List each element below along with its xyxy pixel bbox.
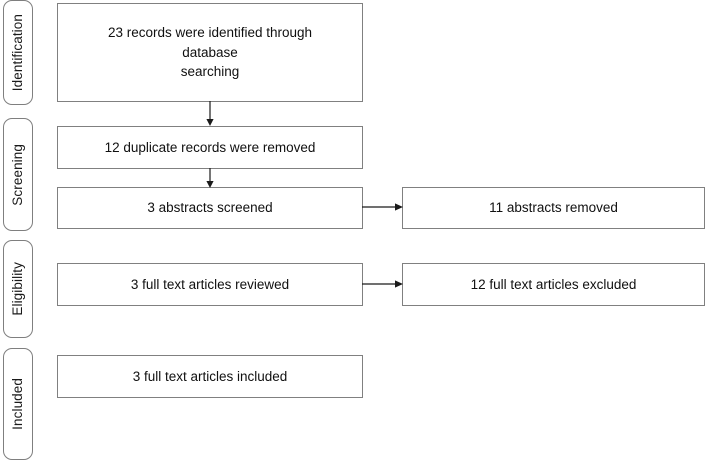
stage-pill-identification: Identification <box>3 0 33 105</box>
flow-box-abstracts-screened-text: 3 abstracts screened <box>147 200 273 216</box>
flow-box-abstracts-removed: 11 abstracts removed <box>402 187 705 229</box>
stage-pill-screening: Screening <box>3 118 33 231</box>
flow-box-full-text-excluded-text: 12 full text articles excluded <box>470 276 637 292</box>
flow-box-records-identified-text: 23 records were identified through datab… <box>107 25 313 80</box>
connector-identified-to-duplicates <box>203 101 217 127</box>
stage-label-eligibility: Eligibility <box>10 262 26 316</box>
stage-pill-included: Included <box>3 348 33 460</box>
stage-label-screening: Screening <box>10 143 26 206</box>
flow-box-full-text-reviewed-text: 3 full text articles reviewed <box>130 276 290 292</box>
flow-box-full-text-included: 3 full text articles included <box>57 355 363 398</box>
flow-box-duplicates-removed-text: 12 duplicate records were removed <box>104 139 316 155</box>
connector-duplicates-to-screened <box>203 168 217 189</box>
flow-box-full-text-included-text: 3 full text articles included <box>132 368 288 384</box>
flow-box-full-text-excluded: 12 full text articles excluded <box>402 263 705 306</box>
flow-box-abstracts-removed-text: 11 abstracts removed <box>489 200 618 216</box>
flow-box-full-text-reviewed: 3 full text articles reviewed <box>57 263 363 306</box>
flow-box-abstracts-screened: 3 abstracts screened <box>57 187 363 229</box>
stage-pill-eligibility: Eligibility <box>3 240 33 338</box>
flow-box-duplicates-removed: 12 duplicate records were removed <box>57 126 363 169</box>
connector-screened-to-removed <box>362 200 404 214</box>
stage-label-identification: Identification <box>10 13 26 92</box>
flow-box-records-identified: 23 records were identified through datab… <box>57 3 363 102</box>
stage-label-included: Included <box>10 378 26 430</box>
connector-reviewed-to-excluded <box>362 277 404 291</box>
